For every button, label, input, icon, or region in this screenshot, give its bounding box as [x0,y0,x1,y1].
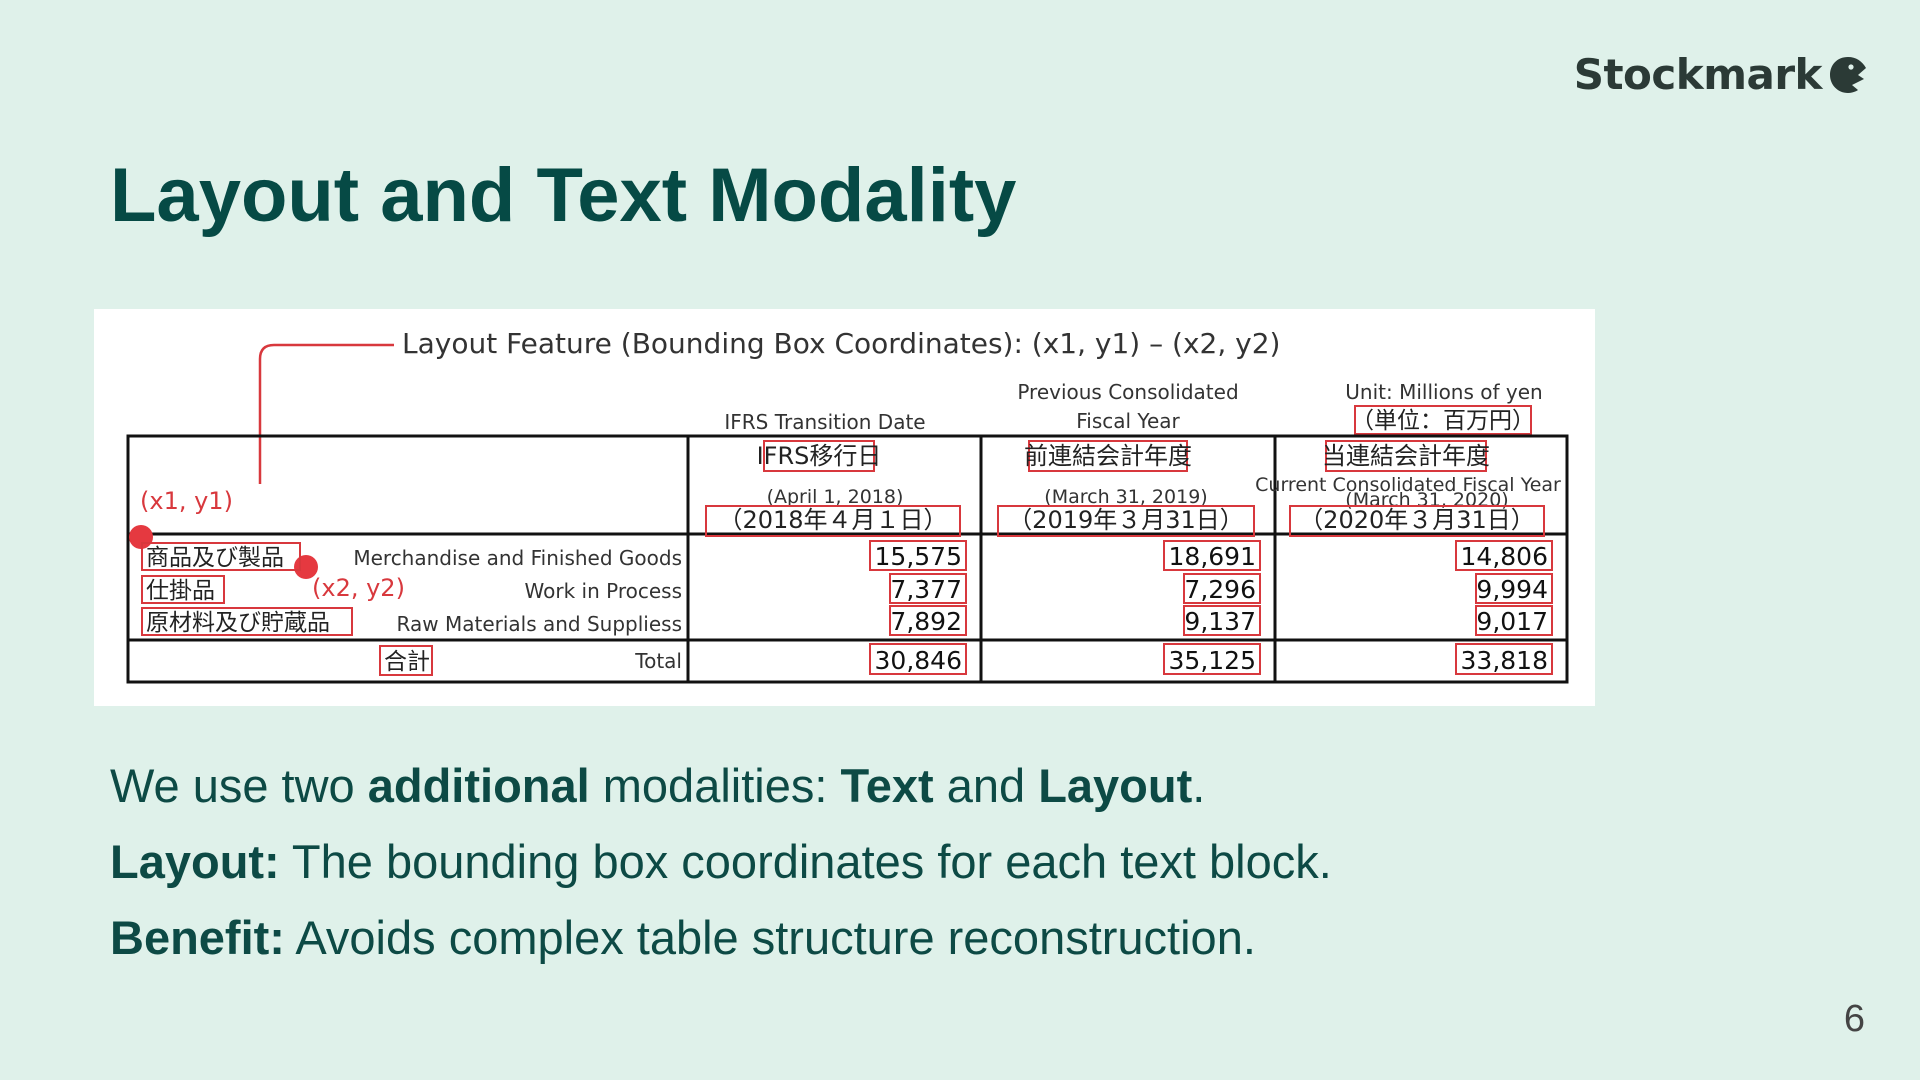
row2-label-jp: 仕掛品 [146,578,215,604]
row2-val1-box [889,573,967,604]
row1-val3-box [1455,540,1553,571]
total-jp-box [379,645,433,676]
row2-val3-box [1475,573,1553,604]
col2-header-jp: 前連結会計年度 [1024,442,1192,470]
bullet-text: The bounding box coordinates for each te… [279,835,1332,888]
row3-val2: 9,137 [1184,607,1256,636]
total-val1: 30,846 [875,646,962,675]
bullet-text: . [1192,759,1206,812]
col1-date-jp-box [705,505,961,537]
total-val1-box [869,643,967,675]
bullet-text-bold: Layout [1038,759,1193,812]
row3-label-jp: 原材料及び貯蔵品 [146,610,330,636]
bullet-list: We use two additional modalities: Text a… [110,760,1332,988]
col3-date-jp: （2020年３月31日） [1299,506,1535,534]
bullet-benefit: Benefit: Avoids complex table structure … [110,912,1332,964]
row3-label-en: Raw Materials and Suppliess [397,612,682,636]
col3-date-jp-box [1289,505,1545,537]
logo: Stockmark [1574,50,1868,99]
total-val2-box [1163,643,1261,675]
bullet-text: Avoids complex table structure reconstru… [284,911,1256,964]
row2-val2: 7,296 [1184,575,1256,604]
bullet-text-bold: additional [367,759,590,812]
bullet-text: modalities: [589,759,841,812]
col3-header-jp: 当連結会計年度 [1322,442,1490,470]
total-label-jp: 合計 [384,649,430,675]
row3-val1: 7,892 [890,607,962,636]
col1-date-jp: （2018年４月１日） [718,506,947,534]
page-number: 6 [1843,998,1865,1040]
unit-label-jp: （単位：百万円） [1351,408,1535,434]
figure-caption: Layout Feature (Bounding Box Coordinates… [402,327,1280,360]
col3-header-en: Current Consolidated Fiscal Year [1255,474,1561,496]
row1-val3: 14,806 [1461,542,1548,571]
total-label-en: Total [634,649,682,673]
col2-date-jp: （2019年３月31日） [1008,506,1244,534]
row3-val3: 9,017 [1476,607,1548,636]
total-val3: 33,818 [1461,646,1548,675]
row2-jp-box [141,575,225,604]
bullet-text-bold: Text [840,759,934,812]
col1-date-en: (April 1, 2018) [767,486,904,508]
col2-header-en: Previous Consolidated [1017,380,1238,404]
row3-val2-box [1183,605,1261,636]
unit-label-en: Unit: Millions of yen [1345,380,1542,404]
row2-val2-box [1183,573,1261,604]
col2-header-en-2: Fiscal Year [1076,409,1180,433]
corner1-label: (x1, y1) [140,487,233,515]
bullet-text-bold: Benefit: [110,911,285,964]
row3-jp-box [141,607,353,636]
slide-title: Layout and Text Modality [110,153,1017,238]
corner2-label: (x2, y2) [312,574,405,602]
row1-label-jp: 商品及び製品 [146,545,284,571]
total-val3-box [1455,643,1553,675]
financial-table-figure: Layout Feature (Bounding Box Coordinates… [126,327,1569,684]
logo-text: Stockmark [1573,50,1823,99]
stockmark-bird-icon [1830,56,1866,93]
col2-jp-box [1028,440,1188,472]
row1-val1: 15,575 [875,542,962,571]
col1-header-jp: IFRS移行日 [757,442,882,470]
row2-label-en: Work in Process [525,579,682,603]
caption-leader-line [258,343,394,484]
row2-val3: 9,994 [1476,575,1548,604]
bullet-layout: Layout: The bounding box coordinates for… [110,836,1332,888]
total-val2: 35,125 [1169,646,1256,675]
col1-jp-box [763,440,875,472]
bullet-text: and [933,759,1039,812]
bullet-modalities: We use two additional modalities: Text a… [110,760,1332,812]
row1-val2-box [1163,540,1261,571]
row1-jp-box [141,542,301,571]
corner2-marker [294,555,318,579]
unit-jp-box [1354,405,1532,435]
col1-header-en: IFRS Transition Date [724,410,925,434]
row3-val3-box [1475,605,1553,636]
row1-label-en: Merchandise and Finished Goods [353,546,682,570]
bullet-text: We use two [110,759,368,812]
col3-jp-box [1325,440,1487,472]
row3-val1-box [889,605,967,636]
bullet-text-bold: Layout: [110,835,280,888]
row2-val1: 7,377 [890,575,962,604]
layout-feature-figure: Layout Feature (Bounding Box Coordinates… [94,309,1595,706]
col2-date-en: (March 31, 2019) [1044,486,1207,508]
row1-val1-box [869,540,967,571]
table-frame [126,434,1569,684]
row1-val2: 18,691 [1169,542,1256,571]
col2-date-jp-box [997,505,1255,537]
